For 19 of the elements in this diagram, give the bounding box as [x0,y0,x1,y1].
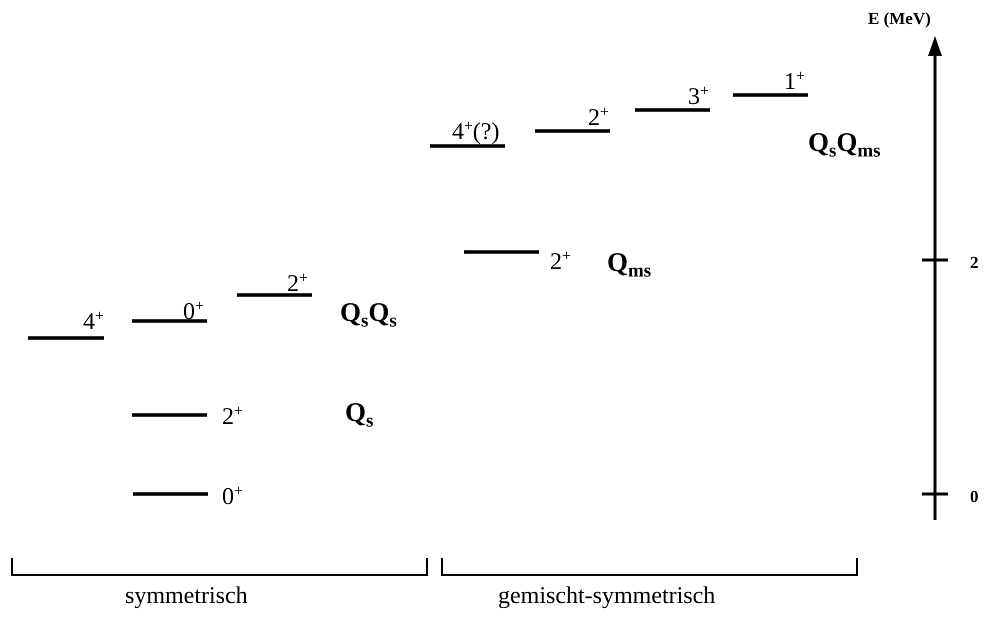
phonon-label: Q$_{ms}$ [607,249,652,276]
phonon-label: Q$_{s}$Q$_{s}$ [340,299,397,326]
phonon-label: Q$_{s}$ [345,399,374,426]
phonon-label: Q$_{s}$Q$_{ms}$ [808,129,880,156]
spin-parity-label: 2$^{+}$ [588,106,609,130]
tick-label: 2 [970,254,978,271]
spin-parity-label: 4$^{+}$(?) [452,120,500,144]
spin-parity-label: 2$^{+}$ [550,250,571,274]
group-label: symmetrisch [125,584,248,608]
spin-parity-label: 1$^{+}$ [784,70,805,94]
spin-parity-label: 2$^{+}$ [287,272,308,296]
tick-label: 0 [970,488,978,505]
spin-parity-label: 2$^{+}$ [222,404,243,429]
spin-parity-label: 3$^{+}$ [688,84,709,109]
spin-parity-label: 0$^{+}$ [222,484,243,509]
spin-parity-label: 4$^{+}$ [83,310,104,334]
axis-title: E (MeV) [868,10,931,27]
spin-parity-label: 0$^{+}$ [183,300,204,324]
group-label: gemischt-symmetrisch [498,584,716,608]
